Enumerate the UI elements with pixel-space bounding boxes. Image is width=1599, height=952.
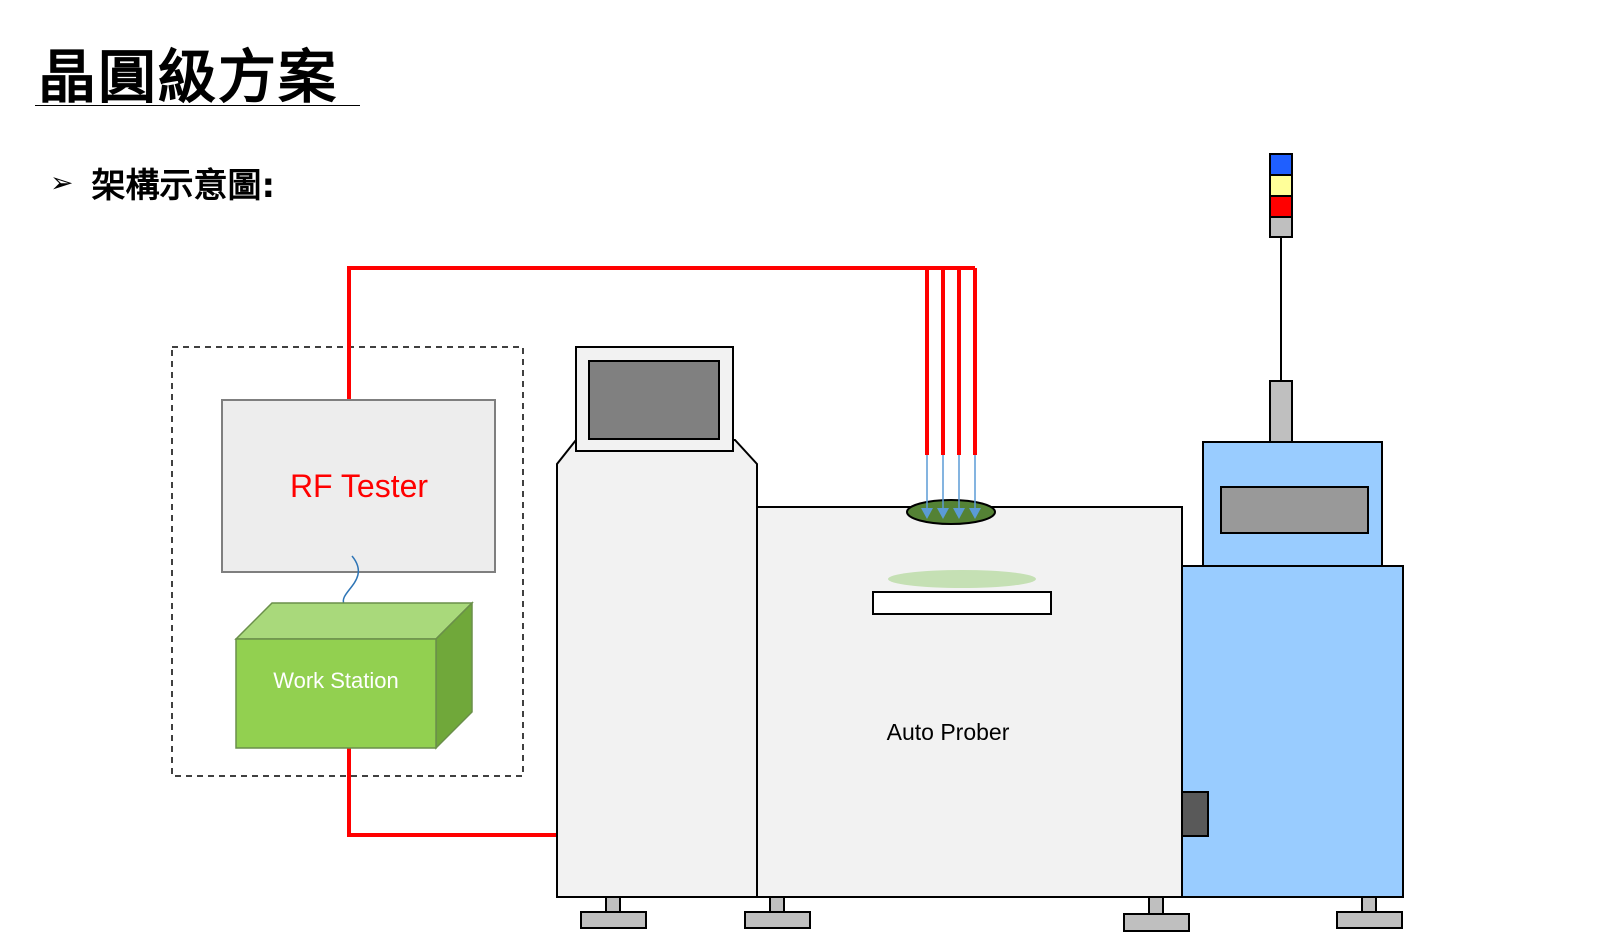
- signal-light-off: [1269, 216, 1293, 238]
- probe-arrow-icon: [953, 508, 965, 519]
- foot-stem: [1361, 896, 1377, 913]
- work-station-box: Work Station: [234, 601, 474, 750]
- foot-pad: [1336, 911, 1403, 929]
- loader-body: [1181, 565, 1404, 898]
- foot-pad: [744, 911, 811, 929]
- bullet-item: ➢ 架構示意圖:: [50, 158, 275, 207]
- work-station-label: Work Station: [273, 668, 399, 693]
- foot-pad: [1123, 913, 1190, 932]
- probe-card: [906, 499, 996, 525]
- wafer: [888, 570, 1036, 588]
- page-title: 晶圓級方案: [38, 43, 339, 111]
- signal-light-red: [1269, 195, 1293, 218]
- probe-arrow-icon: [937, 508, 949, 519]
- foot-stem: [605, 896, 621, 913]
- probe-arrow-icon: [921, 508, 933, 519]
- arrow-bullet-icon: ➢: [50, 166, 74, 199]
- foot-stem: [769, 896, 785, 913]
- loader-handle: [1181, 791, 1209, 837]
- signal-tower-base: [1269, 380, 1293, 443]
- control-tower: [556, 439, 758, 898]
- control-cable-bottom: [347, 748, 557, 837]
- auto-prober-body: [756, 506, 1183, 898]
- foot-pad: [580, 911, 647, 929]
- wafer-chuck: [872, 591, 1052, 615]
- rf-tester-box: [221, 399, 496, 573]
- probe-cables: [925, 268, 977, 455]
- bullet-text: 架構示意圖:: [91, 166, 276, 206]
- signal-light-blue: [1269, 153, 1293, 176]
- probe-arrow-icon: [969, 508, 981, 519]
- monitor-screen: [588, 360, 720, 440]
- auto-prober-label: Auto Prober: [887, 719, 1010, 745]
- work-station-front: [235, 638, 437, 749]
- probe-needles: [921, 455, 981, 519]
- foot-stem: [1148, 896, 1164, 915]
- tester-group-frame: [171, 346, 524, 777]
- rf-tester-label: RF Tester: [290, 468, 428, 504]
- work-station-top: [234, 602, 474, 640]
- machine-feet: [580, 896, 1403, 932]
- signal-light-yellow: [1269, 174, 1293, 197]
- rf-cable-top: [347, 266, 975, 400]
- title-underline: [35, 105, 360, 106]
- loader-display: [1220, 486, 1369, 534]
